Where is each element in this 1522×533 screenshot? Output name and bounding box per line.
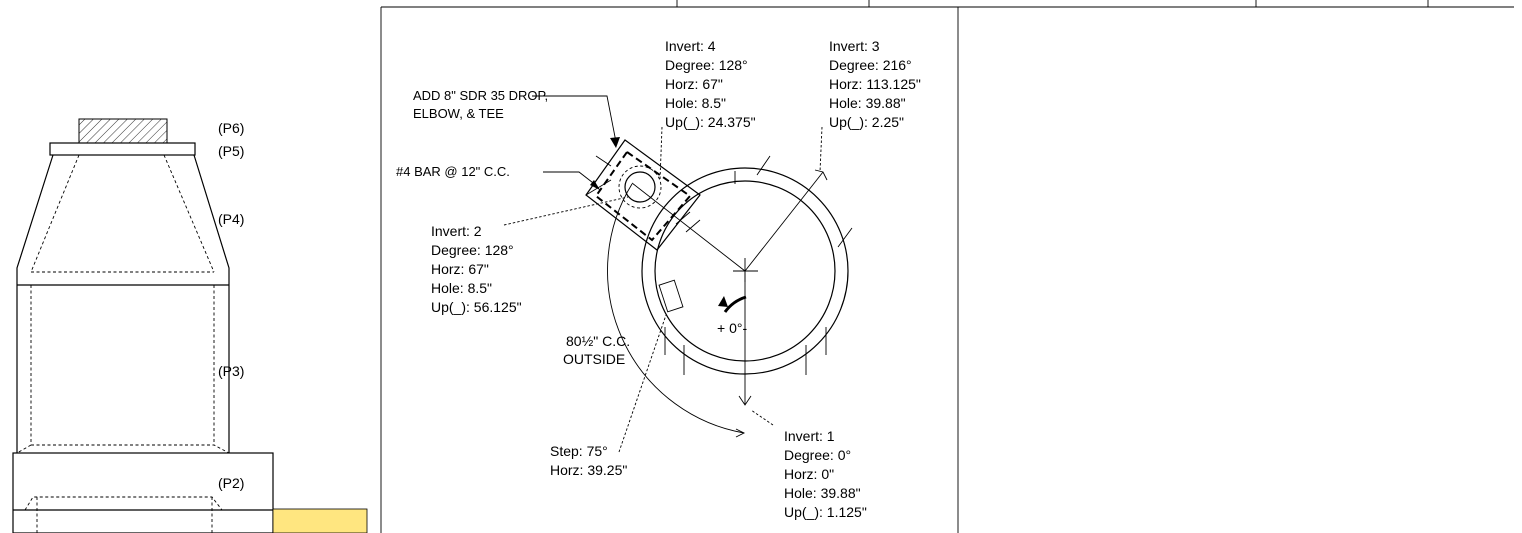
cc-note-line2: OUTSIDE — [563, 351, 625, 367]
label-p3: (P3) — [218, 363, 244, 379]
invert-4-callout: Invert: 4 Degree: 128° Horz: 67" Hole: 8… — [665, 38, 756, 130]
riser-p3-inner — [16, 285, 230, 454]
label-p5: (P5) — [218, 143, 244, 159]
adjust-ring-p5 — [49, 142, 196, 156]
svg-text:Up(_): 2.25": Up(_): 2.25" — [829, 114, 904, 130]
drop-pipe-assembly — [585, 139, 701, 251]
step-callout: Step: 75° Horz: 39.25" — [550, 443, 627, 478]
cc-note-line1: 80½" C.C. — [566, 333, 630, 349]
drop-note-line1: ADD 8" SDR 35 DROP, — [413, 88, 548, 103]
svg-text:Step: 75°: Step: 75° — [550, 443, 608, 459]
svg-text:Hole: 39.88": Hole: 39.88" — [784, 485, 861, 501]
rebar-note: #4 BAR @ 12" C.C. — [396, 164, 510, 179]
svg-text:Up(_): 1.125": Up(_): 1.125" — [784, 504, 867, 520]
rotation-arrow — [723, 295, 747, 313]
riser-p3 — [16, 285, 230, 453]
label-p6: (P6) — [218, 120, 244, 136]
highlight-block — [272, 508, 368, 533]
label-p2: (P2) — [218, 475, 244, 491]
cc-dimension-arc — [607, 183, 745, 434]
drop-note-line2: ELBOW, & TEE — [413, 106, 504, 121]
elevation-view: (P6) (P5) (P4) (P3) (P2) — [12, 118, 368, 533]
svg-text:Invert: 3: Invert: 3 — [829, 38, 880, 54]
direction-label: + 0°- — [717, 320, 747, 336]
invert-3-callout: Invert: 3 Degree: 216° Horz: 113.125" Ho… — [829, 38, 921, 130]
plan-view: ADD 8" SDR 35 DROP, ELBOW, & TEE #4 BAR … — [380, 0, 1514, 533]
svg-text:Hole: 8.5": Hole: 8.5" — [665, 95, 726, 111]
svg-text:Degree: 128°: Degree: 128° — [665, 57, 748, 73]
svg-text:Invert: 1: Invert: 1 — [784, 428, 835, 444]
svg-text:Invert: 2: Invert: 2 — [431, 223, 482, 239]
svg-text:Horz: 0": Horz: 0" — [784, 466, 834, 482]
svg-text:Hole: 39.88": Hole: 39.88" — [829, 95, 906, 111]
invert-1-callout: Invert: 1 Degree: 0° Horz: 0" Hole: 39.8… — [784, 428, 867, 520]
base-p2 — [12, 452, 274, 533]
svg-text:Horz: 39.25": Horz: 39.25" — [550, 462, 627, 478]
svg-text:Degree: 0°: Degree: 0° — [784, 447, 851, 463]
svg-text:Invert: 4: Invert: 4 — [665, 38, 716, 54]
svg-text:Up(_): 56.125": Up(_): 56.125" — [431, 299, 522, 315]
frame-cover-p6 — [78, 118, 168, 144]
label-p4: (P4) — [218, 211, 244, 227]
svg-text:Degree: 128°: Degree: 128° — [431, 242, 514, 258]
cone-p4-inner — [30, 154, 215, 273]
invert-2-callout: Invert: 2 Degree: 128° Horz: 67" Hole: 8… — [431, 223, 522, 315]
svg-text:Horz: 67": Horz: 67" — [431, 261, 489, 277]
cone-p4 — [16, 154, 230, 285]
svg-text:Degree: 216°: Degree: 216° — [829, 57, 912, 73]
svg-text:Hole: 8.5": Hole: 8.5" — [431, 280, 492, 296]
svg-text:Horz: 113.125": Horz: 113.125" — [829, 76, 921, 92]
svg-text:Up(_): 24.375": Up(_): 24.375" — [665, 114, 756, 130]
svg-text:Horz: 67": Horz: 67" — [665, 76, 723, 92]
step-symbol — [658, 279, 684, 313]
